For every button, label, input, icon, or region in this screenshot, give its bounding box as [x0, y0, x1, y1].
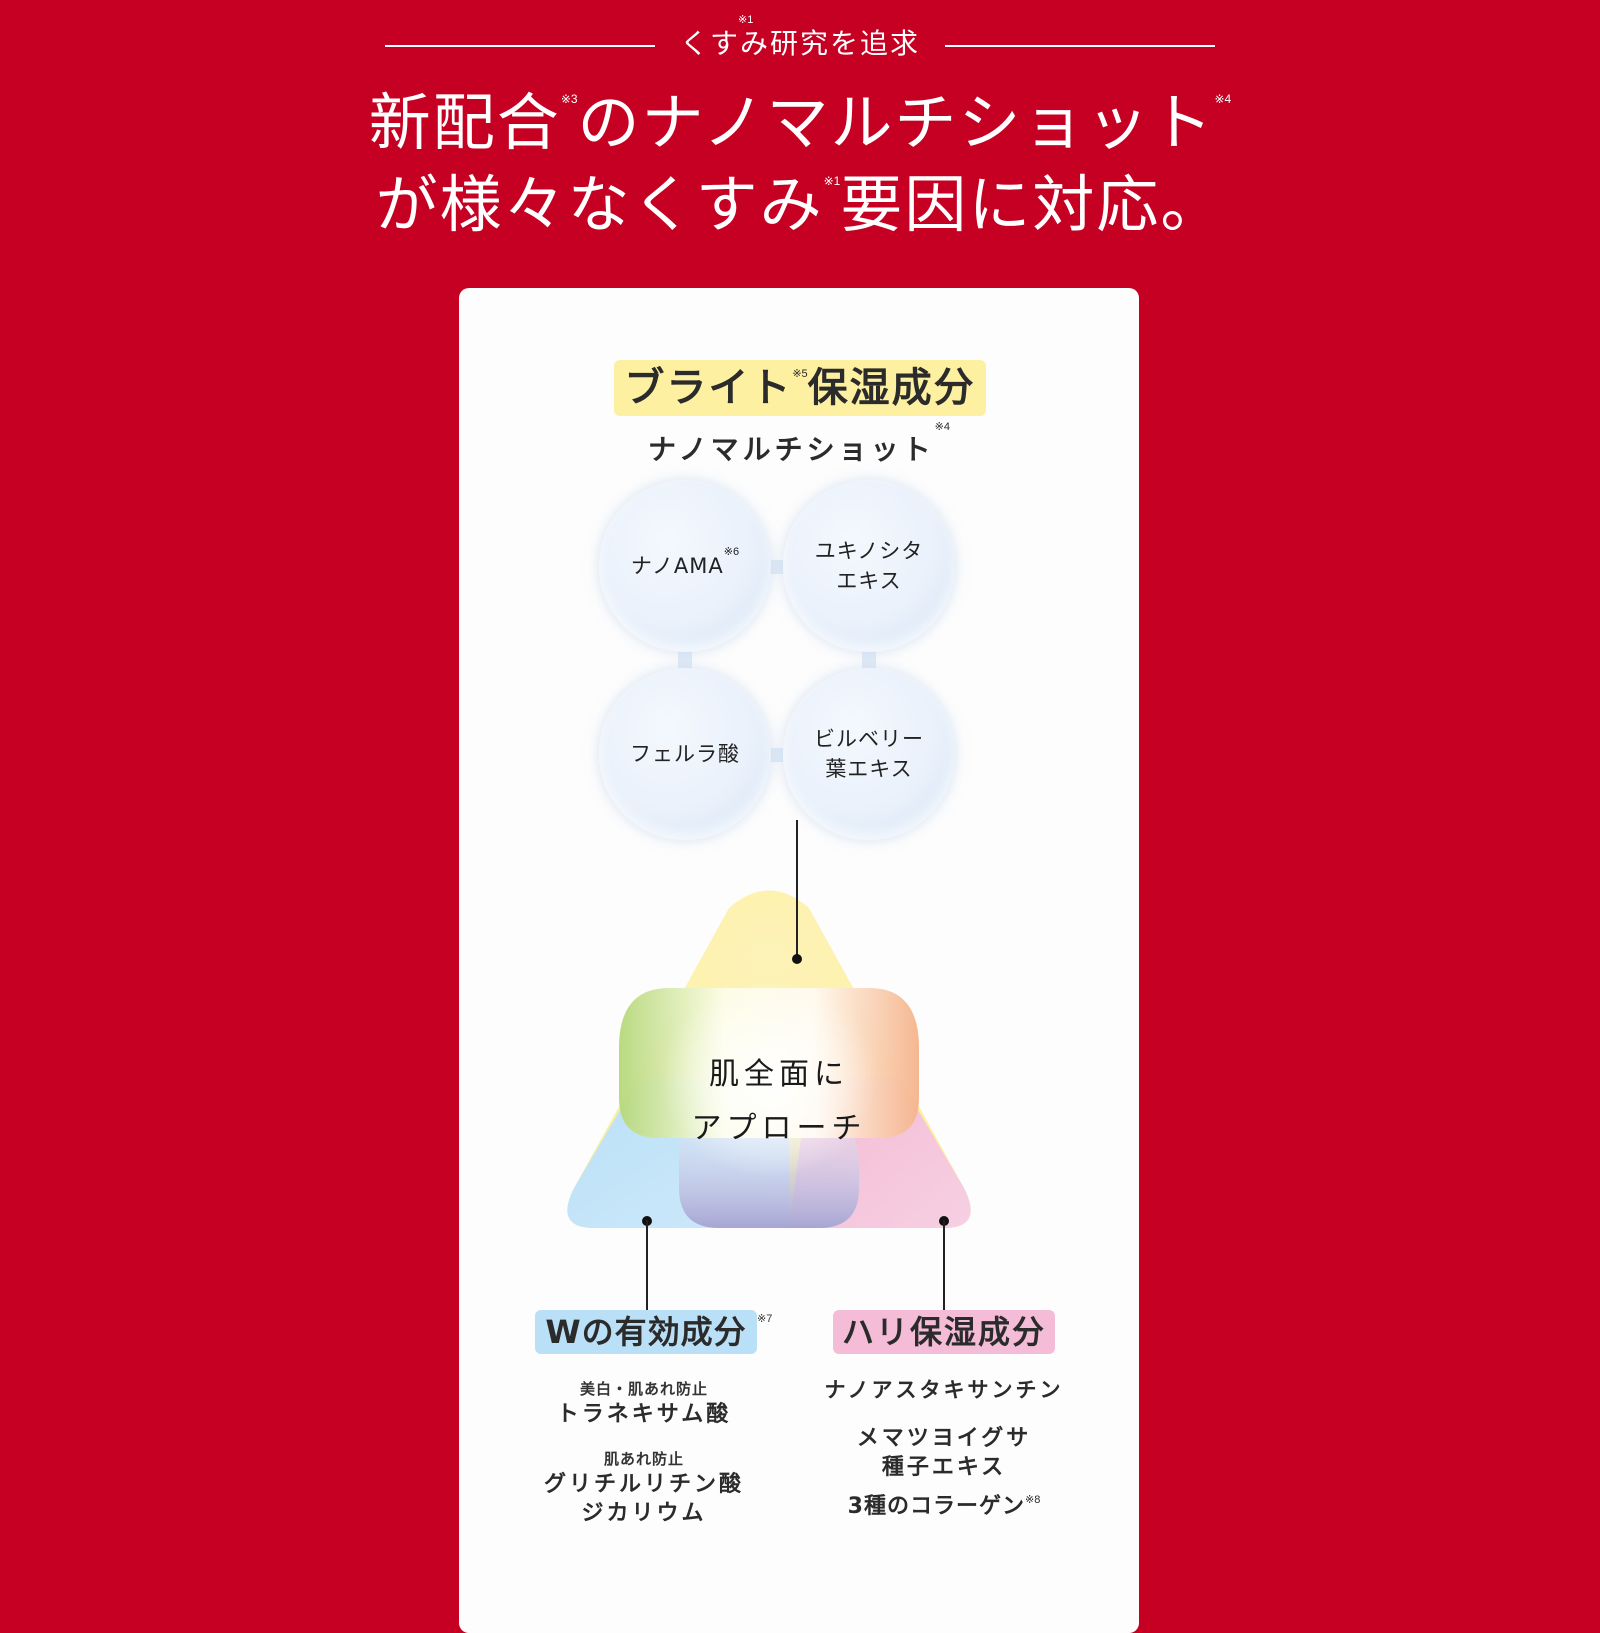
bubble-text: エキス [836, 569, 902, 593]
ingredient-card: ブライト※5保湿成分 ナノマルチショット※4 ナノAMA※6 ユキノシタエキス … [459, 288, 1139, 1633]
connector-line-bright [796, 820, 798, 960]
subtitle-text: ナノマルチショット [648, 433, 935, 466]
title-text: 要因に対応。 [840, 168, 1225, 241]
page-title-line-2: が様々なくすみ※1要因に対応。 [0, 162, 1600, 248]
connector-line-firm [943, 1220, 945, 1310]
ingredient-evening-primrose-seed: メマツヨイグサ 種子エキス [789, 1424, 1099, 1482]
ingredient-text: メマツヨイグサ [856, 1426, 1032, 1451]
ingredient-dipotassium-glycyrrhizate: グリチルリチン酸 ジカリウム [489, 1470, 799, 1528]
eyebrow-heading: くすみ研究を追求 [0, 22, 1600, 62]
connector-dot-bright [792, 954, 802, 964]
bubble-text: ナノAMA [630, 554, 724, 578]
ingredient-tranexamic-acid: トラネキサム酸 [556, 1402, 732, 1427]
connector-line-w-active [646, 1220, 648, 1310]
effect-rough-skin: 肌あれ防止 [603, 1450, 684, 1468]
ingredient-bubble-ferulic-acid: フェルラ酸 [599, 668, 771, 840]
subtitle-footnote: ※4 [934, 421, 950, 433]
approach-triangle-diagram [567, 890, 971, 1228]
title-text: が様々なくすみ [375, 168, 824, 241]
bright-moisture-label: ブライト※5保湿成分 [614, 360, 986, 416]
title-text: のナノマルチショット [577, 86, 1215, 159]
ingredient-bubble-saxifrage: ユキノシタエキス [783, 480, 955, 652]
ingredient-text: ジカリウム [581, 1501, 707, 1526]
label-text: Wの有効成分 [545, 1313, 747, 1351]
bubble-text: 葉エキス [825, 757, 913, 781]
center-approach-text: 肌全面に アプローチ [639, 1048, 919, 1156]
w-active-ingredient-label: Wの有効成分 [535, 1310, 757, 1354]
ingredient-bubble-nano-ama: ナノAMA※6 [599, 480, 771, 652]
ingredient-footnote: ※8 [1024, 1494, 1041, 1506]
label-text: ブライト [624, 365, 793, 411]
effect-whitening-rough-skin: 美白・肌あれ防止 [579, 1380, 708, 1398]
eyebrow-divider-left [385, 45, 655, 47]
ingredient-text: グリチルリチン酸 [543, 1472, 744, 1497]
bubble-footnote: ※6 [723, 546, 740, 558]
center-text-line: 肌全面に [709, 1057, 849, 1092]
title-footnote: ※3 [560, 92, 578, 106]
ingredient-three-collagens: 3種のコラーゲン※8 [789, 1492, 1099, 1521]
nano-multishot-subtitle: ナノマルチショット※4 [459, 421, 1139, 468]
label-footnote: ※5 [792, 368, 808, 380]
w-active-footnote: ※7 [757, 1313, 773, 1325]
ingredient-bubble-bilberry: ビルベリー葉エキス [783, 668, 955, 840]
ingredient-text: 3種のコラーゲン [847, 1494, 1025, 1519]
eyebrow-text: くすみ研究を追求 [679, 27, 920, 60]
center-text-line: アプローチ [691, 1111, 867, 1146]
ingredient-nano-astaxanthin: ナノアスタキサンチン [824, 1378, 1064, 1402]
bubble-text: フェルラ酸 [630, 742, 740, 766]
eyebrow-divider-right [945, 45, 1215, 47]
ingredient-text: 種子エキス [881, 1455, 1007, 1480]
bubble-text: ユキノシタ [814, 539, 924, 563]
label-text: 保湿成分 [807, 365, 976, 411]
eyebrow-footnote: ※1 [738, 14, 754, 26]
title-text: 新配合 [368, 86, 561, 159]
title-footnote: ※1 [823, 174, 841, 188]
bubble-text: ビルベリー [814, 727, 924, 751]
page-title-line-1: 新配合※3のナノマルチショット※4 [0, 80, 1600, 166]
firm-moisture-label: ハリ保湿成分 [833, 1310, 1055, 1354]
title-footnote: ※4 [1214, 92, 1232, 106]
label-text: ハリ保湿成分 [841, 1313, 1046, 1351]
